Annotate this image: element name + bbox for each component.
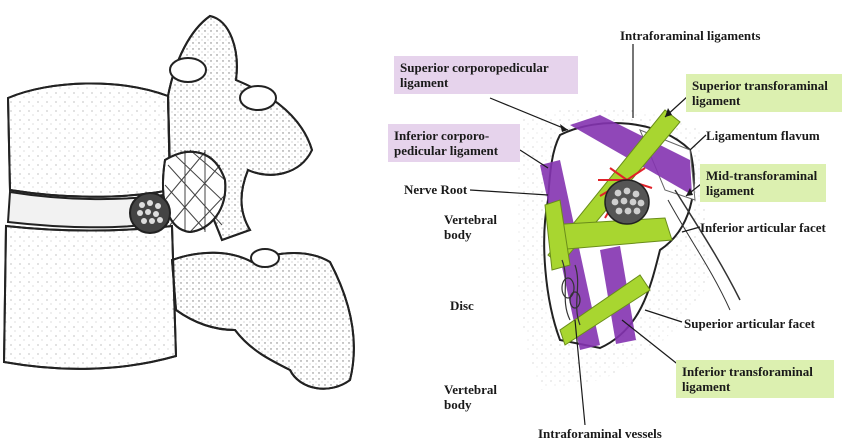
lower-pedicle-process: [172, 253, 354, 389]
label-vertebral-body-lower: Vertebral body: [444, 382, 497, 412]
label-inferior-articular-facet: Inferior articular facet: [700, 220, 826, 235]
label-disc: Disc: [450, 298, 474, 313]
upper-vertebral-body: [8, 83, 170, 196]
label-intraforaminal-ligaments: Intraforaminal ligaments: [620, 28, 760, 43]
label-superior-transforaminal: Superior transforaminal ligament: [692, 78, 828, 108]
label-inferior-corporopedicular: Inferior corporo- pedicular ligament: [394, 128, 498, 158]
label-ligamentum-flavum: Ligamentum flavum: [706, 128, 820, 143]
label-vertebral-body-upper: Vertebral body: [444, 212, 497, 242]
label-mid-transforaminal: Mid-transforaminal ligament: [706, 168, 817, 198]
label-nerve-root: Nerve Root: [404, 182, 467, 197]
label-inferior-transforaminal: Inferior transforaminal ligament: [682, 364, 813, 394]
label-superior-articular-facet: Superior articular facet: [684, 316, 815, 331]
label-intraforaminal-vessels: Intraforaminal vessels: [538, 426, 662, 441]
lower-vertebral-body: [4, 226, 176, 369]
label-superior-corporopedicular: Superior corporopedicular ligament: [400, 60, 549, 90]
left-vertebrae-illustration: [4, 16, 354, 389]
right-foramen-schematic: [516, 108, 740, 390]
